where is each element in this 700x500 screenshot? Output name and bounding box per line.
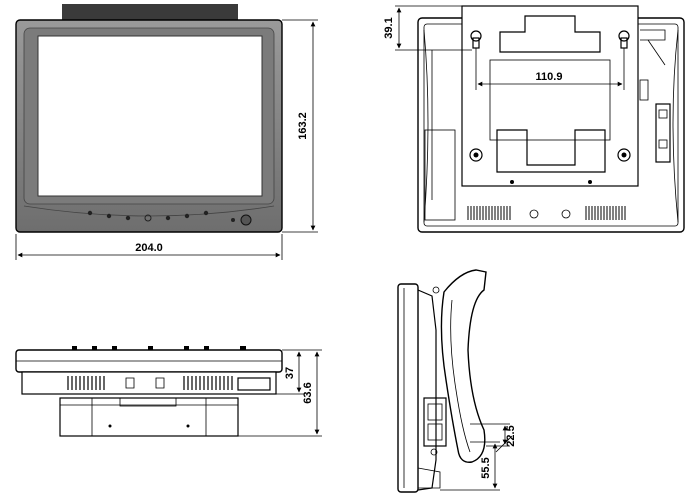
plate-cutout-top [499,15,601,53]
front-buttons [87,210,209,222]
stand-arm [440,269,487,463]
body-height-dimension-label: 37 [284,367,296,379]
plate-cutout-bottom [496,129,606,173]
back-view: 39.1 110.9 [383,5,685,233]
bezel-lower-curve [23,205,275,217]
front-view: 204.0 163.2 [15,4,318,260]
side-port-block [655,103,671,163]
side-monitor-profile [397,283,419,493]
bottom-view: 37 63.6 [15,346,322,437]
vesa-plate [461,5,639,187]
top-mount-bar [62,4,238,22]
screen [37,35,263,197]
power-led [231,218,235,222]
height-dimension-label: 163.2 [297,112,309,140]
side-view: 22.5 55.5 [397,269,517,493]
total-height-dimension-label: 63.6 [302,382,314,403]
screw-holes [469,148,631,184]
bottom-vents [67,376,233,390]
side-rear-housing [417,289,437,491]
power-button [240,214,252,226]
stand-base [59,397,239,437]
top-offset-dimension-label: 39.1 [383,17,395,38]
back-vents [467,206,626,220]
hinge-block [423,397,447,447]
bottom-buttons [72,346,246,350]
base-height-dimension-label: 55.5 [480,457,492,478]
back-connector-left [529,209,539,219]
hole-spacing-dimension-label: 110.9 [536,71,563,83]
offset-dimension-label: 22.5 [505,425,517,446]
width-dimension-label: 204.0 [135,242,163,254]
back-connector-right [561,209,571,219]
